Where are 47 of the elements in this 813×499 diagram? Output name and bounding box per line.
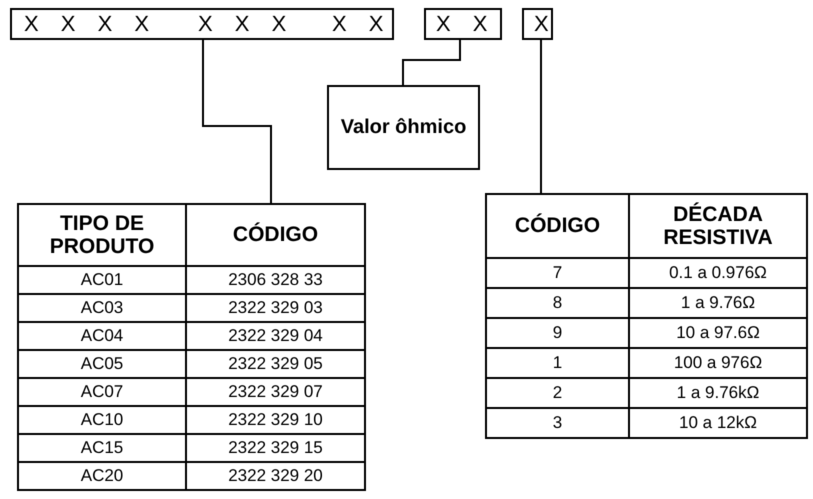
code-text: X X (436, 13, 488, 35)
table-header: CÓDIGO (186, 204, 365, 266)
code-text: X X X X (24, 13, 150, 35)
label-box (327, 85, 480, 170)
box-label: Valor ôhmico (340, 115, 466, 140)
code-text: X X X (198, 13, 286, 35)
table-cell: AC04 (18, 322, 186, 350)
table-cell: 1 a 9.76Ω (629, 288, 807, 318)
table-header: CÓDIGO (486, 194, 629, 258)
table-cell: AC05 (18, 350, 186, 378)
table-cell: AC03 (18, 294, 186, 322)
code-box (424, 8, 502, 40)
table-cell: 1 a 9.76kΩ (629, 378, 807, 408)
table-cell: 2306 328 33 (186, 266, 365, 294)
code-text: X (534, 13, 549, 35)
table-cell: 2322 329 03 (186, 294, 365, 322)
table-cell: 7 (486, 258, 629, 288)
table-cell: 9 (486, 318, 629, 348)
table-cell: 2322 329 15 (186, 434, 365, 462)
connector-line (402, 40, 461, 85)
table-cell: AC07 (18, 378, 186, 406)
table-cell: 1 (486, 348, 629, 378)
table-cell: 2322 329 10 (186, 406, 365, 434)
table-cell: 2 (486, 378, 629, 408)
table-cell: 3 (486, 408, 629, 438)
code-text: X X (332, 13, 384, 35)
table (17, 203, 366, 491)
table-cell: 100 a 976Ω (629, 348, 807, 378)
code-box (10, 8, 394, 40)
connector-line (202, 40, 272, 203)
table-cell: 2322 329 05 (186, 350, 365, 378)
table-cell: 10 a 12kΩ (629, 408, 807, 438)
connector-line (540, 40, 542, 193)
table-header: TIPO DE PRODUTO (18, 204, 186, 266)
table-cell: AC15 (18, 434, 186, 462)
table-cell: 2322 329 07 (186, 378, 365, 406)
table-cell: 8 (486, 288, 629, 318)
table (485, 193, 808, 439)
table-cell: 2322 329 20 (186, 462, 365, 490)
table-cell: AC20 (18, 462, 186, 490)
code-box (522, 8, 553, 40)
table-cell: 10 a 97.6Ω (629, 318, 807, 348)
table-cell: 0.1 a 0.976Ω (629, 258, 807, 288)
table-header: DÉCADA RESISTIVA (629, 194, 807, 258)
table-cell: AC01 (18, 266, 186, 294)
table-cell: AC10 (18, 406, 186, 434)
table-cell: 2322 329 04 (186, 322, 365, 350)
